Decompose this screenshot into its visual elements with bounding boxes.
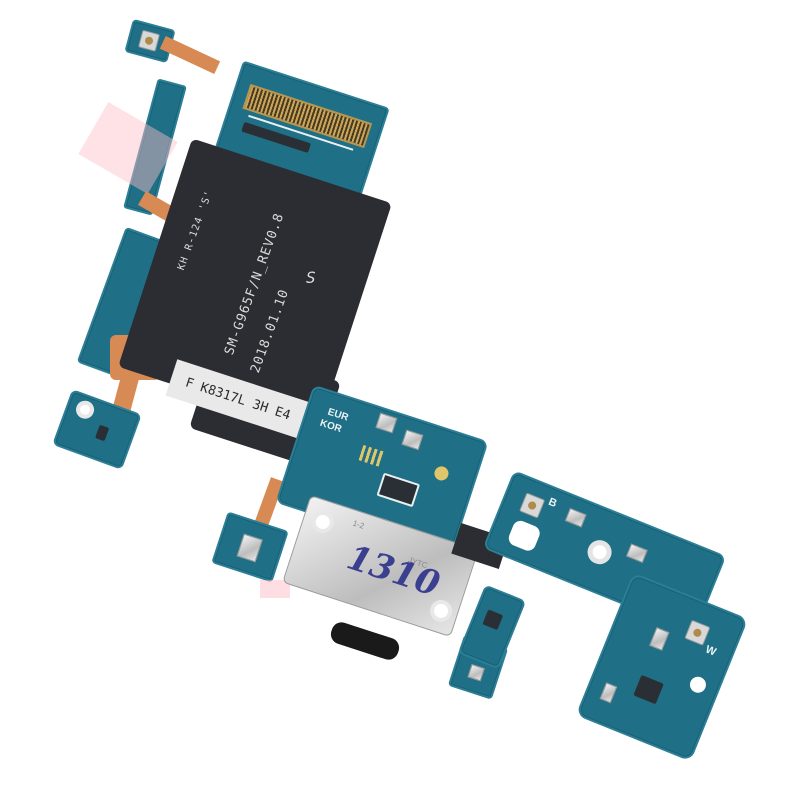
microphone-icon <box>236 533 263 563</box>
antenna-b-label: B <box>546 495 559 511</box>
smd-part <box>599 682 618 704</box>
component-chip <box>95 424 110 442</box>
antenna-w-connector-icon <box>684 619 711 646</box>
usb-c-port <box>328 619 402 663</box>
fpc-connector <box>376 472 421 508</box>
left-lower-board-arm <box>457 584 527 670</box>
smd-switch <box>375 412 398 434</box>
test-pads <box>358 444 385 467</box>
smd-part <box>649 627 670 651</box>
manufacturer-logo-icon: S <box>306 268 317 287</box>
mounting-hole <box>73 398 97 422</box>
ic-chip <box>633 674 664 705</box>
smd-switch <box>564 507 587 528</box>
ic-chip <box>482 609 504 631</box>
board-cutout <box>506 518 543 554</box>
handwritten-mark: 1310 <box>342 537 445 605</box>
smd-part <box>467 663 485 682</box>
antenna-w-label: W <box>703 643 718 659</box>
smd-switch <box>625 543 648 564</box>
washer-hole <box>583 536 616 568</box>
engraved-mark: 1-2 <box>351 518 366 531</box>
smd-switch <box>401 429 424 451</box>
mic-film <box>260 580 290 598</box>
right-lower-board: W <box>575 572 749 762</box>
antenna-b-connector-icon <box>519 492 546 519</box>
microphone-board <box>211 511 289 583</box>
bracket-hole-left <box>308 508 337 536</box>
antenna-connector-icon <box>138 29 161 52</box>
b2b-connector-pins <box>242 83 373 149</box>
mounting-hole <box>687 674 709 696</box>
pad-ring <box>432 464 451 483</box>
